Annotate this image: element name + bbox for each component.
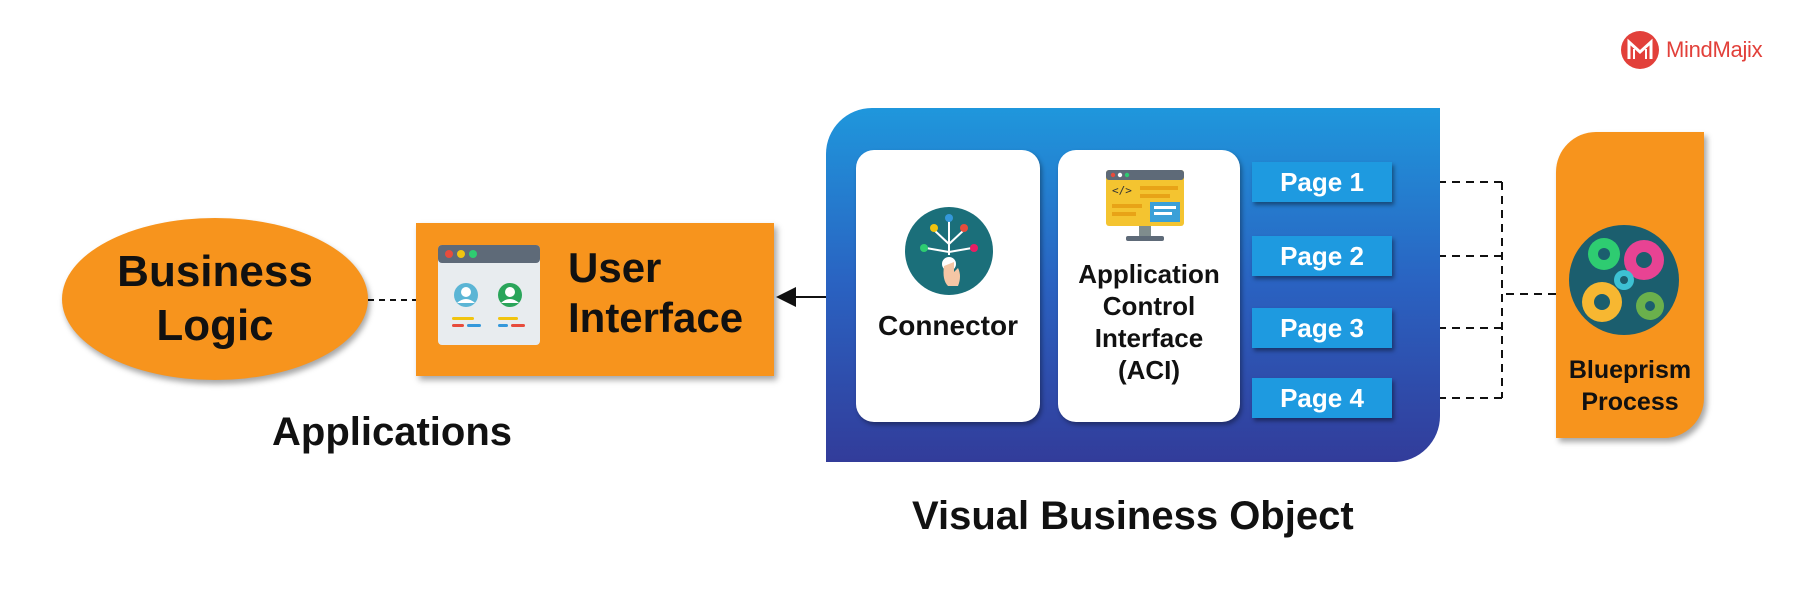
aci-label: Application Control Interface (ACI) [1078, 259, 1220, 385]
browser-users-icon [438, 245, 540, 345]
page-1-box: Page 1 [1252, 162, 1392, 202]
visual-business-object-panel: Connector </> Application Control Interf… [826, 108, 1440, 462]
page-4-box: Page 4 [1252, 378, 1392, 418]
business-logic-label: Business Logic [117, 247, 313, 350]
connector-hand-icon [905, 207, 993, 295]
applications-caption: Applications [272, 410, 513, 454]
business-logic-node: Business Logic [62, 218, 368, 380]
connector-label: Connector [878, 310, 1018, 341]
page-2-box: Page 2 [1252, 236, 1392, 276]
gears-icon [1569, 225, 1679, 335]
code-monitor-icon: </> [1106, 170, 1184, 241]
blueprism-process-label: Blueprism Process [1568, 356, 1692, 416]
page-3-box: Page 3 [1252, 308, 1392, 348]
visual-business-object-caption: Visual Business Object [912, 494, 1354, 538]
mindmajix-logo: MindMajix [1620, 28, 1763, 72]
connector-card: Connector [856, 150, 1040, 422]
user-interface-label: User Interface [568, 244, 744, 341]
blueprism-process-node: Blueprism Process [1556, 132, 1704, 438]
svg-text:</>: </> [1112, 184, 1132, 197]
aci-card: </> Application Control Interface (ACI) [1058, 150, 1240, 422]
user-interface-node: User Interface [416, 223, 774, 376]
logo-text: MindMajix [1666, 37, 1763, 62]
mindmajix-logo-icon [1621, 31, 1659, 69]
